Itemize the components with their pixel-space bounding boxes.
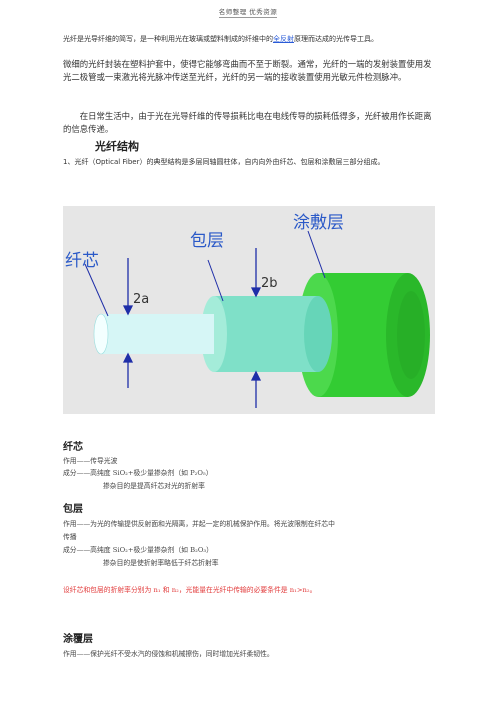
core-composition: 成分——高纯度 SiO₂+极少量掺杂剂（如 P₂O₅） [63,469,213,477]
intro-paragraph: 光纤是光导纤维的简写，是一种利用光在玻璃或塑料制成的纤维中的全反射原理而达成的光… [63,35,378,43]
dim-2a-arrows [122,258,134,388]
label-coating: 涂敷层 [293,213,344,233]
core-front-face [93,313,109,355]
core-purpose: 掺杂目的是提高纤芯对光的折射率 [103,482,205,490]
fiber-structure-figure: 纤芯 包层 涂敷层 2a 2b [63,206,435,414]
paragraph-2: 微细的光纤封装在塑料护套中，使得它能够弯曲而不至于断裂。通常，光纤的一端的发射装… [63,59,432,82]
cladding-purpose: 掺杂目的是使折射率略低于纤芯折射率 [103,559,219,567]
core-heading: 纤芯 [63,442,83,453]
page-header: 名师整理 优秀资源 [218,8,278,18]
label-cladding: 包层 [190,231,224,251]
coating-function: 作用——保护光纤不受水汽的侵蚀和机械擦伤，同时增加光纤柔韧性。 [63,650,274,658]
cladding-composition: 成分——高纯度 SiO₂+极少量掺杂剂（如 B₂O₃） [63,546,213,554]
label-2a: 2a [133,292,149,307]
section-title: 光纤结构 [95,140,139,153]
paragraph-3: 在日常生活中，由于光在光导纤维的传导损耗比电在电线传导的损耗低得多，光纤被用作长… [63,111,432,134]
core-function: 作用——传导光波 [63,457,118,465]
label-pointers [84,230,326,317]
refractive-index-note: 设纤芯和包层的折射率分别为 n₁ 和 n₂，光能量在光纤中传输的必要条件是 n₁… [63,586,317,594]
cladding-function-cont: 传播 [63,533,77,541]
coating-heading: 涂覆层 [63,634,93,645]
cladding-end-face [304,296,332,372]
structure-text: 1、光纤（Optical Fiber）的典型结构是多层同轴圆柱体，自内向外由纤芯… [63,158,385,166]
label-2b: 2b [261,276,278,291]
coating-end-inner [397,291,425,379]
cladding-body [214,296,318,372]
cladding-function: 作用——为光的传输提供反射面和光隔离，并起一定的机械保护作用。将光波限制在纤芯中 [63,520,335,528]
core-body [101,314,214,354]
dim-2b-arrows [250,248,262,408]
cladding-heading: 包层 [63,504,83,515]
total-reflection-link[interactable]: 全反射 [273,35,294,43]
label-core: 纤芯 [65,251,99,271]
